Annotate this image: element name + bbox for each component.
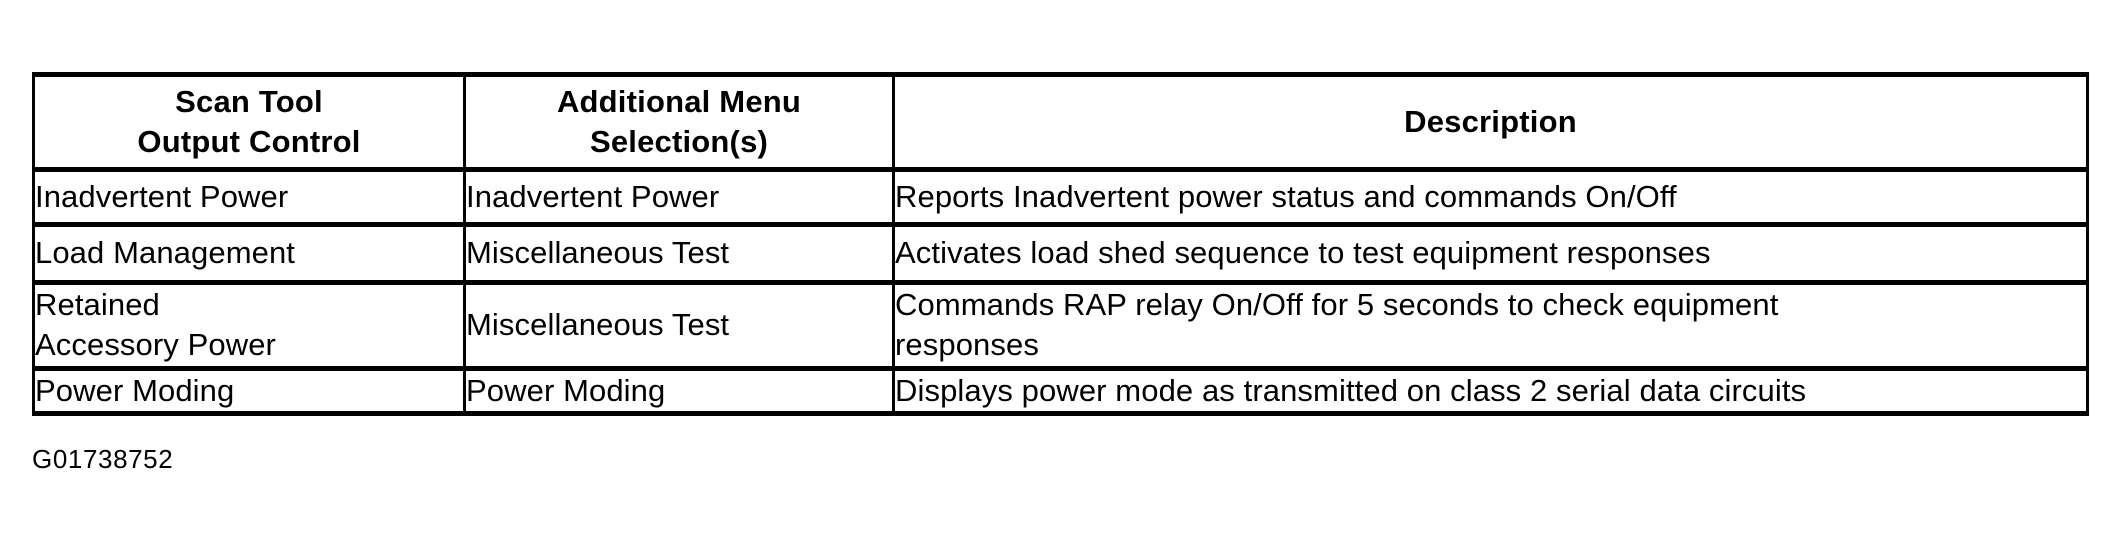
cell-menu-selection: Inadvertent Power — [463, 167, 895, 227]
cell-menu-selection: Miscellaneous Test — [463, 222, 895, 285]
cell-description: Reports Inadvertent power status and com… — [892, 167, 2089, 227]
cell-description: Commands RAP relay On/Off for 5 seconds … — [892, 280, 2089, 371]
cell-line-1: Retained — [35, 287, 160, 322]
header-row: Scan Tool Output Control Additional Menu… — [32, 72, 2089, 172]
column-header-line-1: Additional Menu — [556, 83, 802, 119]
cell-output-control: Inadvertent Power — [32, 167, 466, 227]
column-header-description: Description — [892, 72, 2089, 172]
column-header-line-1: Scan Tool — [175, 83, 323, 119]
cell-menu-selection: Miscellaneous Test — [463, 280, 895, 371]
table-body: Inadvertent Power Inadvertent Power Repo… — [32, 167, 2089, 416]
table-row: Load Management Miscellaneous Test Activ… — [32, 222, 2089, 285]
cell-line-1: Reports Inadvertent power status and com… — [895, 178, 1677, 214]
column-header-additional-menu-selection: Additional Menu Selection(s) — [463, 72, 895, 172]
cell-description: Displays power mode as transmitted on cl… — [892, 365, 2089, 416]
cell-line-1: Displays power mode as transmitted on cl… — [895, 372, 1807, 408]
column-header-scan-tool-output-control: Scan Tool Output Control — [32, 72, 466, 172]
cell-line-1: Load Management — [35, 235, 296, 271]
table-header: Scan Tool Output Control Additional Menu… — [32, 72, 2089, 172]
spec-table-wrapper: Scan Tool Output Control Additional Menu… — [32, 72, 2089, 416]
table-row: Power Moding Power Moding Displays power… — [32, 365, 2089, 416]
column-header-line-2: Selection(s) — [589, 124, 769, 159]
cell-line-1: Commands RAP relay On/Off for 5 seconds … — [895, 287, 1779, 322]
cell-description: Activates load shed sequence to test equ… — [892, 222, 2089, 285]
figure-id-caption: G01738752 — [32, 444, 174, 474]
table-row: Inadvertent Power Inadvertent Power Repo… — [32, 167, 2089, 227]
cell-line-2: Accessory Power — [35, 327, 276, 363]
cell-menu-selection: Power Moding — [463, 365, 895, 416]
cell-output-control: Power Moding — [32, 365, 466, 416]
scan-tool-output-control-table: Scan Tool Output Control Additional Menu… — [32, 72, 2089, 416]
column-header-line-2: Output Control — [137, 124, 361, 159]
column-header-line-1: Description — [1404, 103, 1577, 139]
cell-line-1: Activates load shed sequence to test equ… — [895, 235, 1711, 271]
cell-line-1: Inadvertent Power — [35, 178, 289, 214]
cell-output-control: Retained Accessory Power — [32, 280, 466, 371]
cell-output-control: Load Management — [32, 222, 466, 285]
cell-line-1: Power Moding — [35, 372, 235, 408]
cell-line-2: responses — [895, 327, 1039, 363]
table-row: Retained Accessory Power Miscellaneous T… — [32, 280, 2089, 371]
